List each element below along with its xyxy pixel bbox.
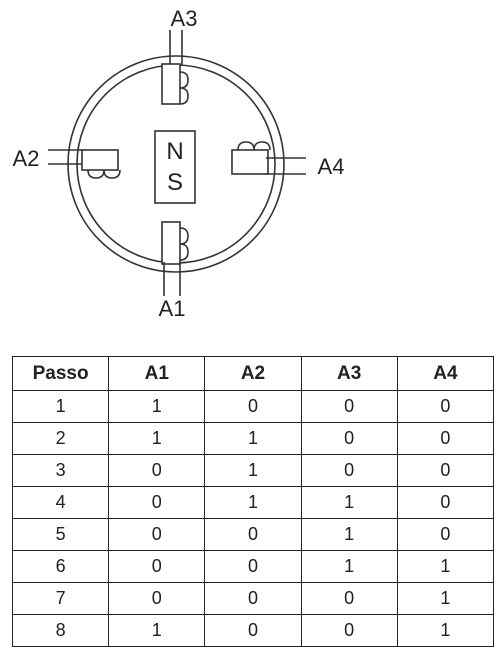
cell-a3: 1 [300, 550, 398, 583]
cell-a2: 1 [204, 454, 302, 487]
magnet-south-pole: S [167, 169, 183, 196]
step-number: 3 [11, 454, 110, 487]
stepper-motor-diagram: N S A3 A2 A4 A1 [13, 6, 345, 321]
cell-a4: 1 [396, 550, 495, 583]
coil-a3 [161, 30, 189, 105]
step-number: 5 [11, 518, 110, 551]
label-a1: A1 [159, 296, 186, 321]
cell-a4: 0 [396, 422, 495, 455]
cell-a4: 0 [396, 454, 495, 487]
cell-a4: 0 [396, 390, 495, 423]
cell-a2: 0 [204, 390, 302, 423]
cell-a1: 0 [108, 518, 206, 551]
cell-a3: 0 [300, 614, 398, 647]
step-number: 2 [11, 422, 110, 455]
step-number: 8 [11, 614, 110, 647]
cell-a2: 0 [204, 518, 302, 551]
cell-a2: 1 [204, 422, 302, 455]
cell-a3: 1 [300, 486, 398, 519]
cell-a1: 0 [108, 550, 206, 583]
cell-a4: 1 [396, 582, 495, 615]
header-passo: Passo [11, 356, 110, 391]
cell-a1: 1 [108, 614, 206, 647]
label-a4: A4 [318, 154, 345, 179]
table-row: 6 0 0 1 1 [11, 550, 495, 583]
cell-a4: 0 [396, 486, 495, 519]
cell-a1: 0 [108, 454, 206, 487]
table-header-row: Passo A1 A2 A3 A4 [11, 356, 495, 391]
cell-a3: 1 [300, 518, 398, 551]
label-a2: A2 [13, 146, 40, 171]
table-row: 7 0 0 0 1 [11, 582, 495, 615]
table-row: 1 1 0 0 0 [11, 390, 495, 423]
table-row: 5 0 0 1 0 [11, 518, 495, 551]
cell-a1: 1 [108, 422, 206, 455]
label-a3: A3 [171, 6, 198, 31]
coil-a4 [231, 141, 306, 175]
cell-a4: 1 [396, 614, 495, 647]
header-a2: A2 [204, 356, 302, 391]
step-sequence-table: Passo A1 A2 A3 A4 1 1 0 0 0 2 1 1 0 0 3 … [11, 356, 495, 647]
cell-a3: 0 [300, 582, 398, 615]
coil-a2 [48, 149, 121, 179]
table-row: 2 1 1 0 0 [11, 422, 495, 455]
rotor-magnet [154, 130, 196, 204]
step-number: 6 [11, 550, 110, 583]
cell-a3: 0 [300, 422, 398, 455]
cell-a2: 0 [204, 550, 302, 583]
cell-a4: 0 [396, 518, 495, 551]
magnet-north-pole: N [166, 138, 183, 165]
cell-a1: 1 [108, 390, 206, 423]
table-row: 8 1 0 0 1 [11, 614, 495, 647]
table-row: 3 0 1 0 0 [11, 454, 495, 487]
header-a4: A4 [396, 356, 495, 391]
table-row: 4 0 1 1 0 [11, 486, 495, 519]
cell-a3: 0 [300, 390, 398, 423]
header-a3: A3 [300, 356, 398, 391]
cell-a2: 0 [204, 614, 302, 647]
cell-a1: 0 [108, 582, 206, 615]
step-number: 1 [11, 390, 110, 423]
header-a1: A1 [108, 356, 206, 391]
step-number: 4 [11, 486, 110, 519]
step-number: 7 [11, 582, 110, 615]
cell-a1: 0 [108, 486, 206, 519]
cell-a2: 0 [204, 582, 302, 615]
cell-a3: 0 [300, 454, 398, 487]
cell-a2: 1 [204, 486, 302, 519]
coil-a1 [161, 221, 189, 296]
